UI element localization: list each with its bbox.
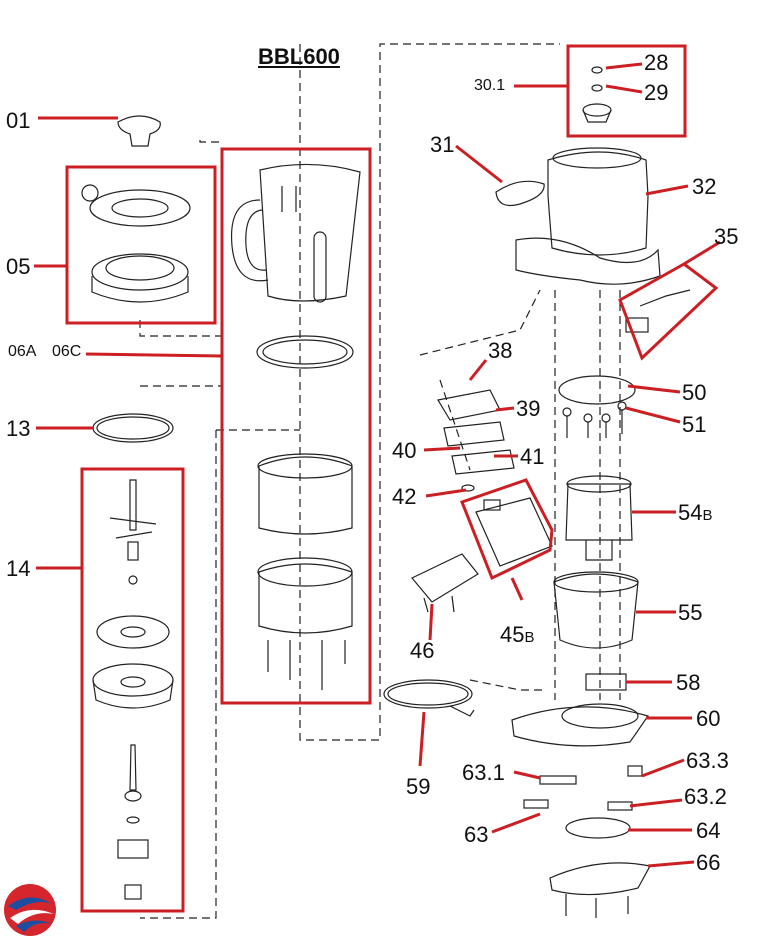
brand-logo (4, 884, 56, 936)
highlight-boxes (65, 44, 719, 913)
leader-lines (34, 62, 721, 868)
part-59-power-cord (383, 679, 475, 717)
highlight-box-05 (65, 165, 217, 325)
assembly-guide-lines (139, 43, 621, 919)
label-32: 32 (692, 174, 717, 199)
label-66: 66 (696, 850, 721, 875)
label-13: 13 (6, 416, 31, 441)
part-06-jug (230, 163, 361, 369)
label-45b: 45B (500, 622, 535, 647)
part-55-motor-cup (553, 571, 639, 649)
label-06a: 06A (8, 343, 37, 360)
label-05: 05 (6, 254, 31, 279)
label-30-1: 30.1 (474, 77, 506, 94)
part-32-motor-housing (515, 147, 661, 285)
part-64-plate (565, 817, 631, 839)
highlight-box-06 (220, 147, 372, 705)
part-05-lid (81, 184, 191, 303)
highlight-box-35 (618, 262, 719, 361)
label-14: 14 (6, 556, 31, 581)
part-63-2-foot (607, 801, 633, 811)
highlight-box-28-29 (566, 44, 687, 138)
part-66-bottom-cover (549, 862, 651, 918)
diagram-title: BBL600 (258, 44, 340, 69)
part-35-switch (625, 289, 691, 333)
label-31: 31 (430, 132, 455, 157)
label-63: 63 (464, 822, 489, 847)
part-14-blade-assembly (92, 479, 174, 900)
label-55: 55 (678, 600, 703, 625)
label-64: 64 (696, 818, 721, 843)
label-29: 29 (644, 80, 669, 105)
part-54-motor (565, 475, 633, 561)
part-50-51-mounting-plate (558, 375, 636, 438)
label-41: 41 (520, 444, 545, 469)
part-60-base (511, 703, 649, 747)
label-38: 38 (488, 338, 513, 363)
label-63-3: 63.3 (686, 748, 729, 773)
part-jug-base-rings (257, 453, 353, 690)
label-28: 28 (644, 50, 669, 75)
label-35: 35 (714, 224, 739, 249)
part-45-pcb (475, 497, 553, 567)
label-40: 40 (392, 438, 417, 463)
part-63-3-foot (627, 765, 643, 777)
part-28-29-coupler (582, 66, 612, 123)
label-63-2: 63.2 (684, 784, 727, 809)
part-31-switch-plate (495, 180, 545, 207)
label-63-1: 63.1 (462, 760, 505, 785)
label-54b: 54B (678, 500, 713, 525)
label-42: 42 (392, 484, 417, 509)
part-01-cap (117, 115, 161, 147)
label-51: 51 (682, 412, 707, 437)
part-63-1-foot (539, 775, 577, 785)
part-38-42-control-board (437, 389, 515, 492)
label-39: 39 (516, 396, 541, 421)
part-46-bracket (411, 553, 479, 613)
part-63-foot (523, 799, 549, 809)
highlight-box-45 (460, 478, 554, 581)
label-06c: 06C (52, 343, 82, 360)
label-59: 59 (406, 774, 431, 799)
label-46: 46 (410, 638, 435, 663)
label-60: 60 (696, 706, 721, 731)
highlight-box-14 (80, 467, 185, 913)
label-01: 01 (6, 108, 31, 133)
label-58: 58 (676, 670, 701, 695)
part-13-gasket (92, 413, 174, 443)
label-50: 50 (682, 380, 707, 405)
